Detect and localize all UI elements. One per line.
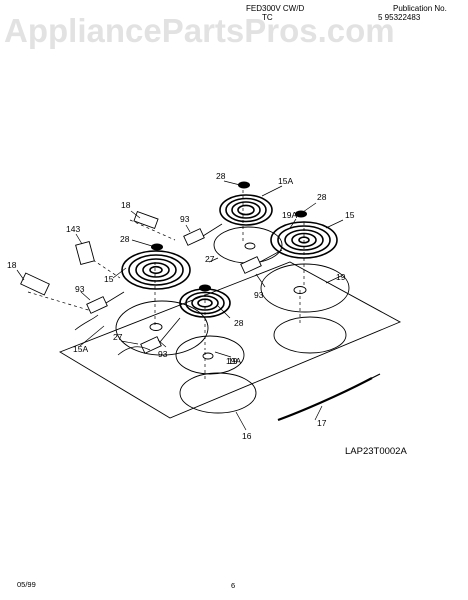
part-callout-18: 18 [7,260,17,270]
part-callout-19a: 19A [226,356,241,366]
part-callout-16: 16 [242,431,252,441]
bracket-18-lower [20,272,50,296]
trim-strip [277,377,373,422]
part-callout-28: 28 [120,234,130,244]
coil-elements [121,194,338,318]
bracket-143 [75,240,95,266]
publication-label: Publication No. [393,4,447,13]
coil-back-left [219,194,273,226]
coil-front-left [121,250,191,290]
ring-front-left [115,300,209,356]
cap-front-left [151,243,163,251]
cap-back-left [238,181,250,189]
cap-back-right [295,210,307,218]
part-callout-19: 19 [336,272,346,282]
model-number: FED300V CW/D [246,4,305,13]
part-callout-28: 28 [234,318,244,328]
receptacle-front-left [86,296,108,314]
cap-front-right [199,284,211,292]
part-callout-27: 27 [113,332,123,342]
part-callout-15: 15 [104,274,114,284]
ring-back-right [260,263,350,313]
part-callout-15a: 15A [278,176,293,186]
part-callout-19a: 19A [282,210,297,220]
part-callout-15: 15 [345,210,355,220]
part-callout-19: 19 [228,356,238,366]
part-callout-17: 17 [317,418,327,428]
part-callout-27: 27 [205,254,215,264]
model-number-line2: TC [262,13,273,22]
watermark: AppliancePartsPros.com [4,12,395,49]
part-callout-28: 28 [216,171,226,181]
drawing-reference-code: LAP23T0002A [345,446,407,457]
part-callout-93: 93 [158,349,168,359]
part-callout-143: 143 [66,224,80,234]
part-callout-15a: 15A [73,344,88,354]
part-callout-93: 93 [75,284,85,294]
bracket-18-upper [133,210,159,230]
part-callout-93: 93 [254,290,264,300]
part-callout-18: 18 [121,200,131,210]
footer-date: 05/99 [17,580,36,589]
part-callout-28: 28 [317,192,327,202]
part-callout-93: 93 [180,214,190,224]
coil-back-right [270,221,338,259]
publication-number: 5 95322483 [378,13,421,22]
ring-front-right [175,335,245,375]
coil-front-right [179,288,231,318]
receptacle-back-left [183,228,205,246]
receptacle-back-right [240,256,262,274]
footer-page-number: 6 [231,581,236,590]
